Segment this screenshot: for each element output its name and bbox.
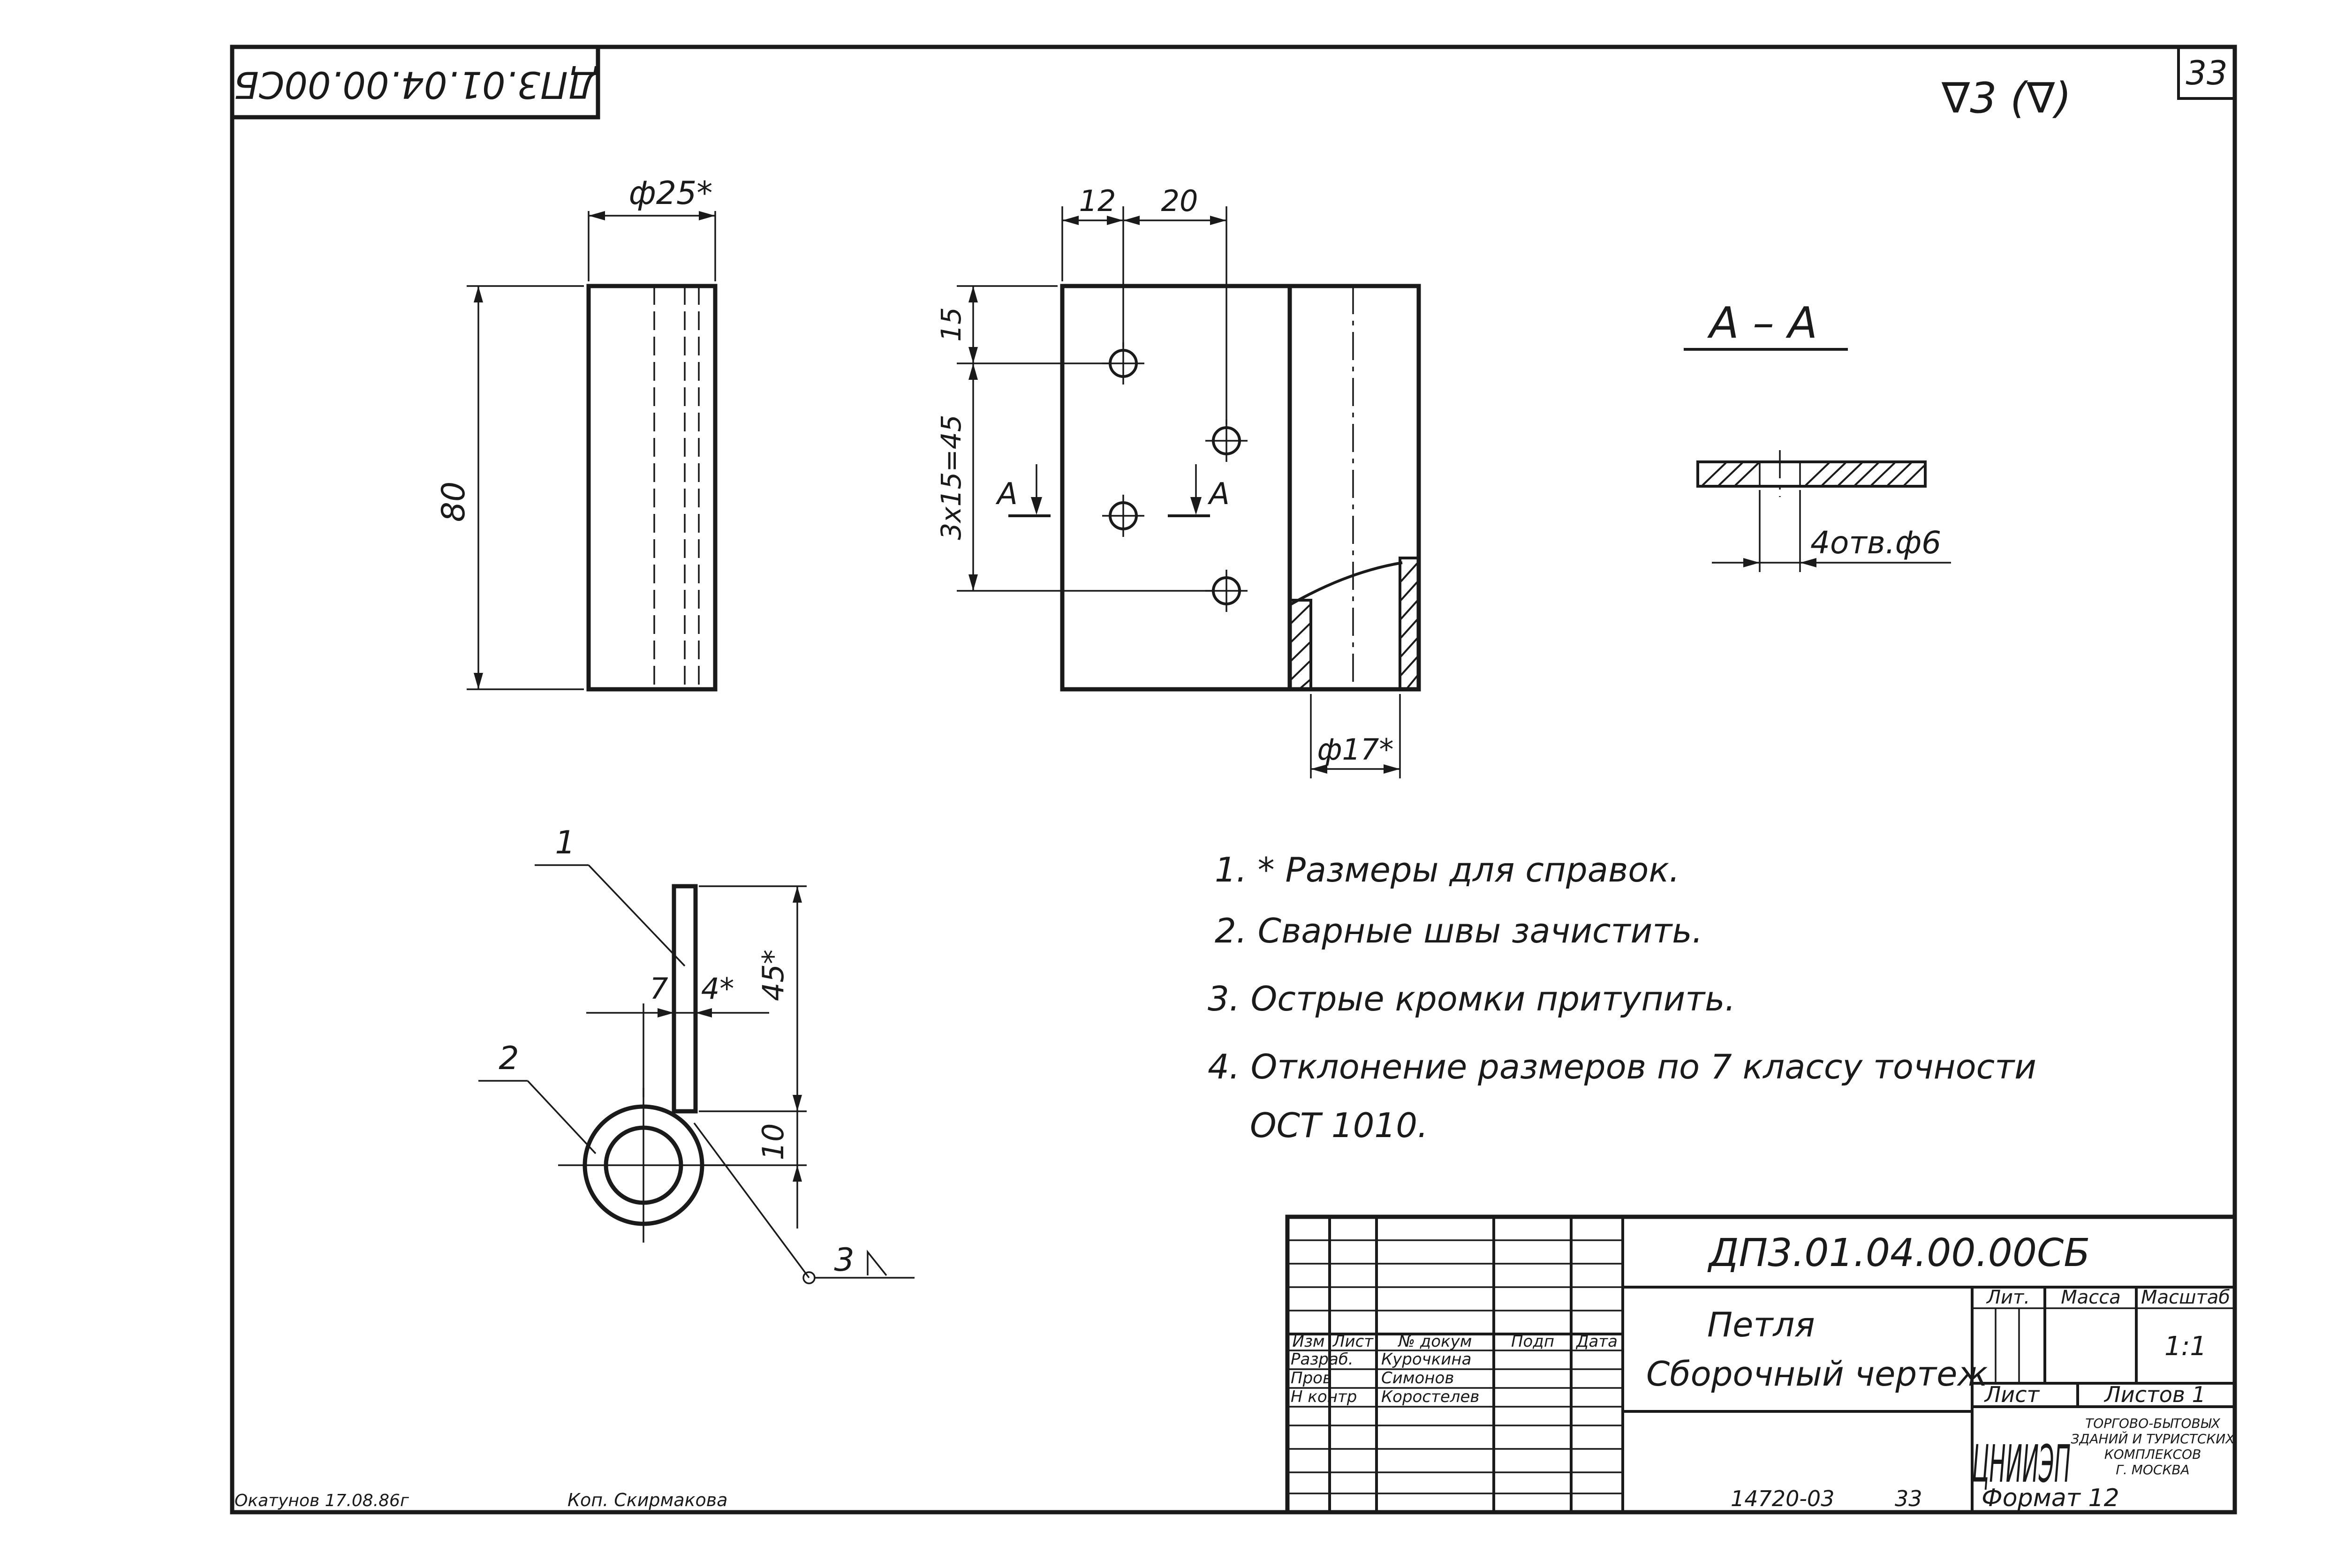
section-mark-left: А (995, 464, 1051, 517)
label-scale: Масштаб (2141, 1287, 2230, 1308)
note-4-cont: ОСТ 1010. (1250, 1106, 1428, 1145)
sheet-frame (230, 45, 2237, 1515)
svg-text:2: 2 (499, 1040, 519, 1077)
org-line-2: ЗДАНИЙ И ТУРИСТСКИХ (2071, 1431, 2235, 1447)
row-role-checker: Пров (1291, 1369, 1332, 1387)
hatch-left-wall (1290, 604, 1311, 690)
footer-sheet: 33 (1895, 1486, 1922, 1511)
note-4: 4. Отклонение размеров по 7 классу точно… (1208, 1047, 2036, 1086)
org-logo: ЦНИИЭП (1972, 1434, 2071, 1494)
stamp-box-top-left: ДП3.01.04.00.00СБ (230, 45, 600, 120)
hatch-right-wall (1400, 562, 1419, 689)
title-name: Петля (1707, 1305, 1815, 1344)
dim-20: 20 (1161, 184, 1198, 218)
org-line-4: Г. МОСКВА (2116, 1462, 2189, 1478)
dim-4: 4* (701, 972, 734, 1006)
col-list: Лист (1332, 1332, 1374, 1351)
hole-3 (1102, 495, 1144, 537)
hatch-section (1702, 462, 1925, 486)
col-date: Дата (1575, 1332, 1618, 1351)
dim-holes: 4отв.ф6 (1810, 525, 1941, 561)
label-sheets: Листов 1 (2103, 1382, 2206, 1407)
section-a-a: А – А 4отв.ф6 (1684, 298, 1951, 572)
row-role-norm: Н контр (1291, 1387, 1357, 1406)
note-2: 2. Сварные швы зачистить. (1215, 911, 1703, 950)
title-designation: ДП3.01.04.00.00СБ (1707, 1231, 2090, 1275)
label-lit: Лит. (1986, 1287, 2030, 1308)
label-mass: Масса (2061, 1287, 2121, 1308)
dim-diameter-17: ф17* (1317, 732, 1394, 767)
scale-value: 1:1 (2164, 1331, 2207, 1362)
col-sign: Подп (1511, 1332, 1554, 1351)
row-name-checker: Симонов (1381, 1369, 1454, 1387)
footer: Окатунов 17.08.86г Коп. Скирмакова 14720… (234, 1484, 2119, 1512)
note-3: 3. Острые кромки притупить. (1208, 979, 1736, 1018)
roughness-symbol: ∇3 (∇) (1941, 74, 2072, 123)
sheet-number-box: 33 (2177, 45, 2236, 100)
view-front: 12 20 15 3х15=45 А А ф17* (935, 184, 1421, 778)
stamp-code-rotated: ДП3.01.04.00.00СБ (234, 63, 598, 106)
col-doc: № докум (1398, 1332, 1472, 1351)
section-title: А – А (1707, 298, 1817, 348)
view-top: 7 4* 45* 10 1 2 3 (478, 824, 915, 1284)
dim-45: 45* (756, 950, 790, 1001)
footer-copied-by: Коп. Скирмакова (567, 1490, 727, 1510)
title-doc-type: Сборочный чертеж (1646, 1354, 1988, 1394)
svg-text:3: 3 (834, 1242, 854, 1279)
col-izm: Изм (1292, 1332, 1324, 1351)
sheet-number: 33 (2186, 54, 2227, 92)
footer-signature: Окатунов 17.08.86г (234, 1491, 409, 1510)
note-1: 1. * Размеры для справок. (1215, 850, 1680, 890)
org-line-3: КОМПЛЕКСОВ (2104, 1447, 2201, 1462)
dim-height-80: 80 (435, 482, 472, 522)
footer-format: Формат 12 (1982, 1484, 2119, 1512)
label-sheet: Лист (1984, 1382, 2040, 1407)
row-name-developer: Курочкина (1381, 1350, 1471, 1369)
svg-text:А: А (1207, 477, 1230, 512)
org-line-1: ТОРГОВО-БЫТОВЫХ (2085, 1416, 2220, 1431)
leader-item-1: 1 (535, 824, 686, 967)
hole-2 (1205, 420, 1248, 462)
title-block: Изм Лист № докум Подп Дата Разраб. Куроч… (1285, 1214, 2237, 1515)
section-mark-right: А (1168, 464, 1230, 517)
footer-number: 14720-03 (1731, 1486, 1834, 1511)
row-role-developer: Разраб. (1291, 1350, 1354, 1369)
dim-15: 15 (935, 307, 967, 342)
leader-item-2: 2 (478, 1040, 597, 1154)
svg-text:1: 1 (555, 824, 575, 861)
dim-3x15: 3х15=45 (935, 415, 967, 540)
view-side: ф25* 80 (435, 175, 718, 692)
dim-10: 10 (756, 1123, 790, 1161)
svg-text:А: А (995, 477, 1018, 512)
row-name-norm: Коростелев (1381, 1387, 1479, 1406)
dim-12: 12 (1079, 184, 1116, 218)
leader-weld-3: 3 (693, 1122, 915, 1284)
dim-7: 7 (650, 972, 668, 1006)
notes: 1. * Размеры для справок. 2. Сварные швы… (1208, 850, 2036, 1145)
dim-diameter-25: ф25* (629, 175, 713, 212)
